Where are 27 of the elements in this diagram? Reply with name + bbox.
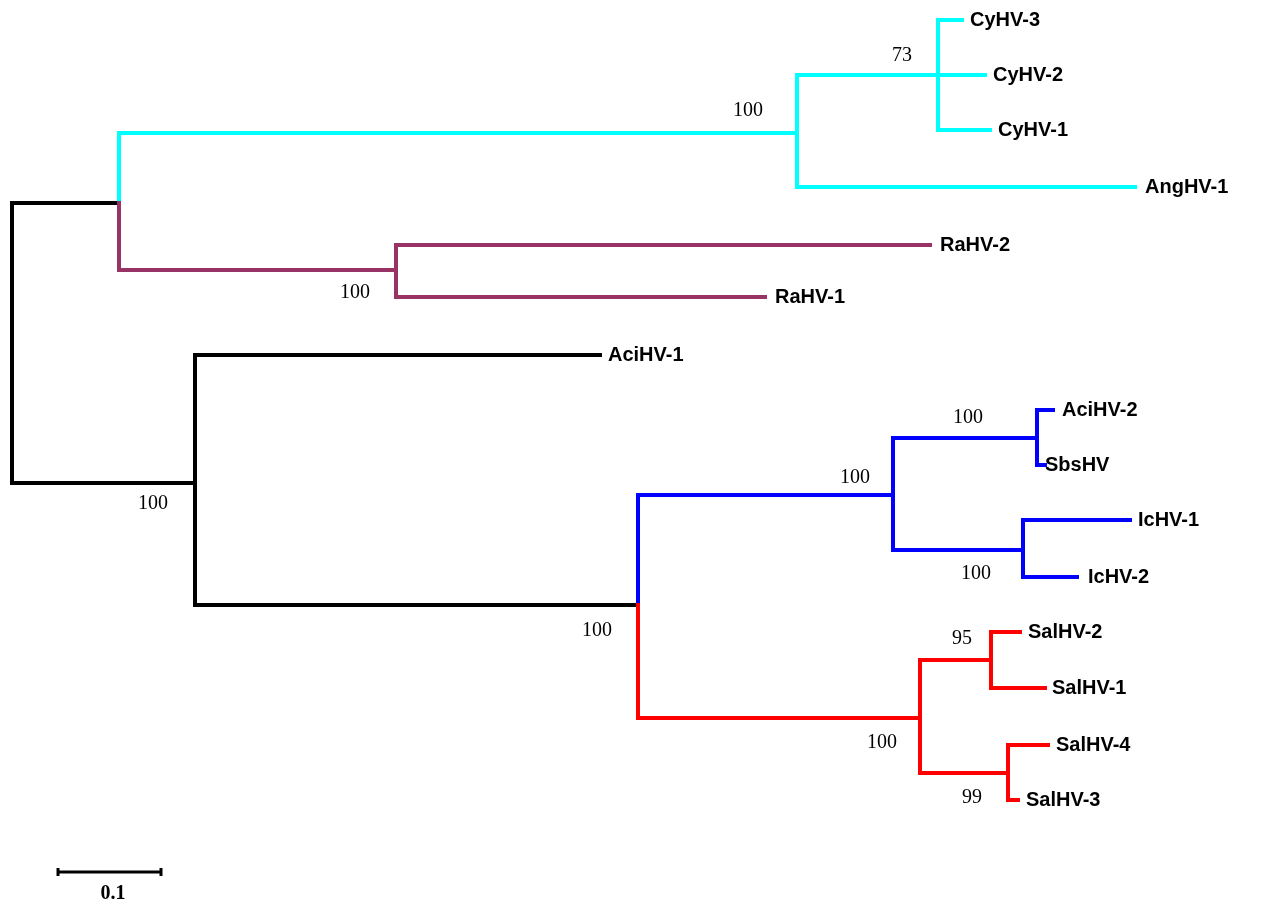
taxon-label: CyHV-3 — [970, 8, 1041, 32]
bootstrap-value: 100 — [840, 465, 870, 489]
bootstrap-value: 100 — [340, 280, 370, 304]
taxon-label: RaHV-1 — [775, 285, 846, 309]
taxon-label: IcHV-1 — [1138, 508, 1200, 532]
scale-value: 0.1 — [100, 881, 126, 905]
bootstrap-value: 100 — [953, 405, 983, 429]
taxon-label: SalHV-4 — [1056, 733, 1131, 757]
bootstrap-value: 100 — [733, 98, 763, 122]
taxon-label: SalHV-1 — [1052, 676, 1127, 700]
bootstrap-value: 100 — [582, 618, 612, 642]
taxon-label: SbsHV — [1045, 453, 1110, 477]
taxon-label: AciHV-1 — [608, 343, 684, 367]
bootstrap-value: 95 — [952, 626, 972, 650]
taxon-label: AciHV-2 — [1062, 398, 1138, 422]
taxon-label: SalHV-2 — [1028, 620, 1103, 644]
bootstrap-value: 73 — [892, 43, 912, 67]
bootstrap-value: 100 — [867, 730, 897, 754]
taxon-label: CyHV-2 — [993, 63, 1064, 87]
taxon-label: CyHV-1 — [998, 118, 1069, 142]
taxon-label: RaHV-2 — [940, 233, 1011, 257]
bootstrap-value: 99 — [962, 785, 982, 809]
taxon-label: AngHV-1 — [1145, 175, 1229, 199]
taxon-label: IcHV-2 — [1088, 565, 1150, 589]
bootstrap-value: 100 — [138, 491, 168, 515]
bootstrap-value: 100 — [961, 561, 991, 585]
taxon-label: SalHV-3 — [1026, 788, 1101, 812]
